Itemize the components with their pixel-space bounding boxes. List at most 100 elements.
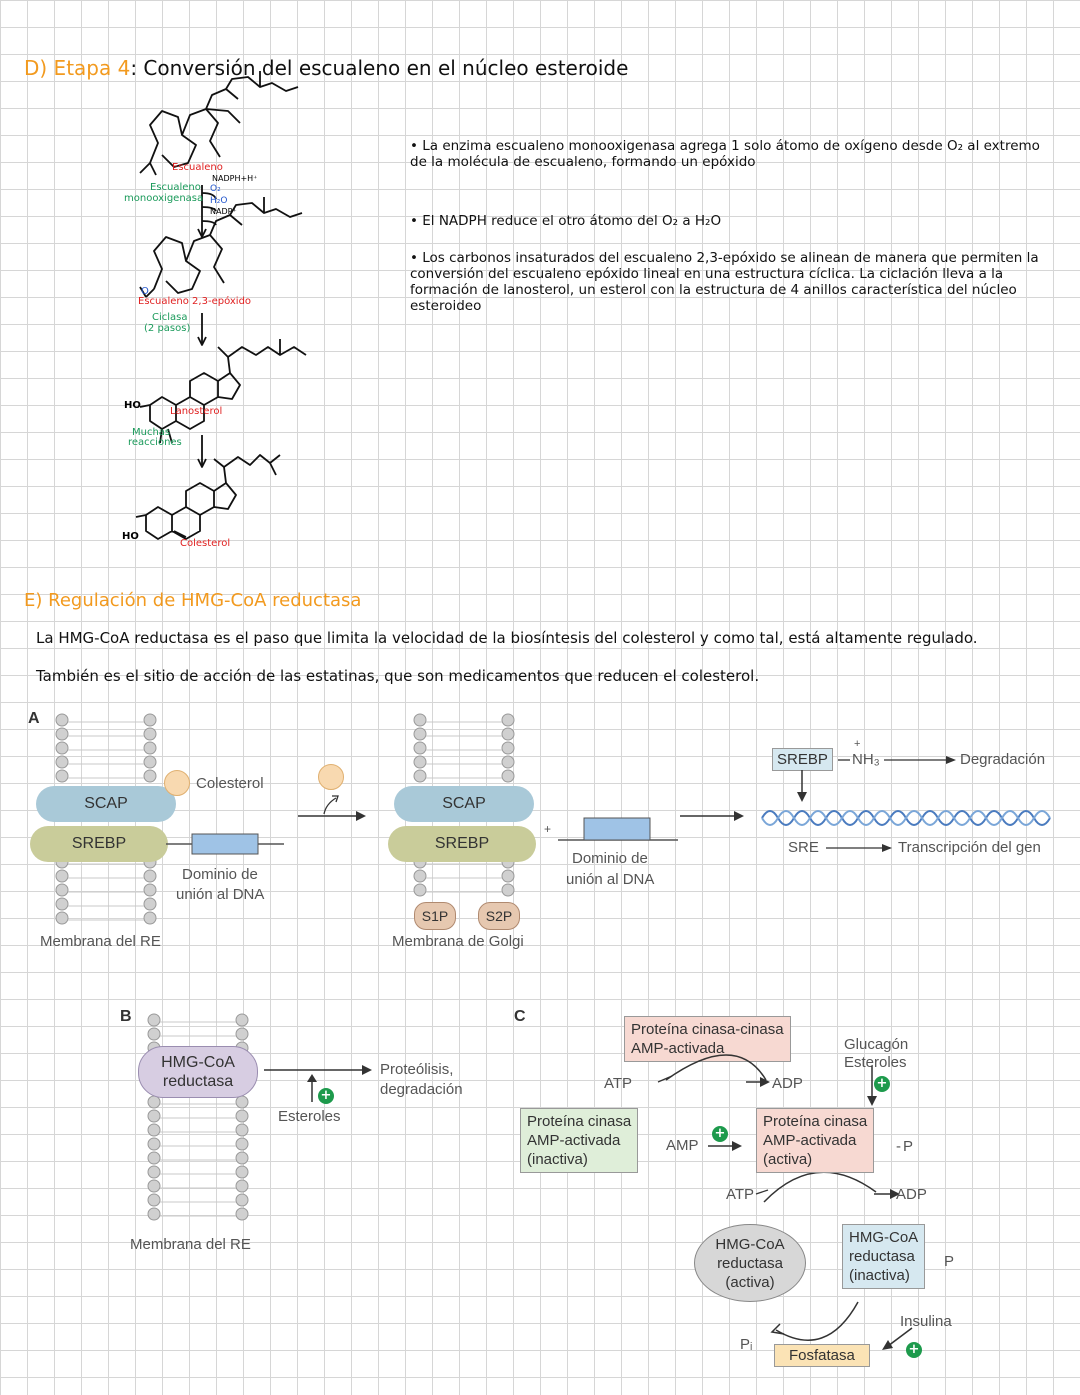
scap-protein-a: SCAP	[36, 786, 176, 822]
sterol-pathway-drawing	[135, 71, 307, 540]
kinase-kinase-line1: Proteína cinasa-cinasa	[631, 1021, 784, 1038]
plus-icon-glucagon: +	[874, 1076, 890, 1092]
srebp-free-label: SREBP	[777, 751, 828, 768]
dominio-line2-golgi: unión al DNA	[566, 871, 655, 888]
atp2-label: ATP	[726, 1186, 755, 1203]
label-escualeno: Escualeno	[172, 162, 223, 173]
inactive-kinase-line2: AMP-activada	[527, 1132, 621, 1149]
s2p-label: S2P	[485, 908, 513, 924]
glucagon-label: Glucagón	[844, 1036, 909, 1053]
fosfatasa-label: Fosfatasa	[789, 1347, 855, 1364]
active-kinase-line3: (activa)	[763, 1151, 813, 1168]
dominio-line1-a: Dominio de	[182, 866, 258, 883]
note-1: • La enzima escualeno monooxigenasa agre…	[410, 138, 1040, 170]
hmg-coa-reductase-b: HMG-CoA reductasa	[138, 1046, 258, 1098]
label-ho-2: HO	[122, 531, 139, 542]
label-ho-1: HO	[124, 400, 141, 411]
srebp-down-arrow	[797, 770, 807, 802]
epoxide-structure	[139, 197, 303, 298]
note-3: • Los carbonos insaturados del escualeno…	[410, 250, 1039, 314]
arrow-to-nucleus	[680, 811, 744, 821]
active-kinase-line2: AMP-activada	[763, 1132, 857, 1149]
esteroles-label-c: Esteroles	[844, 1054, 907, 1071]
inactive-kinase-line3: (inactiva)	[527, 1151, 588, 1168]
hmg-active-line3: (activa)	[725, 1273, 775, 1291]
s1p-protease: S1P	[414, 902, 456, 930]
dominio-line1-golgi: Dominio de	[572, 850, 648, 867]
label-muchas-line1: Muchas	[132, 427, 171, 438]
srebp-label-a: SREBP	[71, 835, 127, 852]
lanosterol-structure	[139, 339, 307, 444]
hmg-inactive-box: HMG-CoA reductasa (inactiva)	[842, 1224, 926, 1289]
inactive-kinase-line1: Proteína cinasa	[527, 1113, 632, 1130]
membrana-re-label-a: Membrana del RE	[40, 933, 161, 950]
dominio-line2-a: unión al DNA	[176, 886, 265, 903]
section-e-title: E) Regulación de HMG-CoA reductasa	[24, 590, 362, 611]
section-e-paragraph-2: También es el sitio de acción de las est…	[36, 667, 760, 685]
phosphate-label-1: -P	[896, 1138, 914, 1155]
panel-a-label: A	[28, 710, 40, 727]
cleaved-domain	[558, 817, 678, 841]
transcription-arrow	[826, 844, 892, 852]
panel-b-label: B	[120, 1008, 132, 1025]
label-o2: O₂	[210, 184, 221, 194]
amp-label: AMP	[666, 1137, 699, 1154]
sre-label: SRE	[788, 839, 819, 856]
pi-label: Pᵢ	[740, 1336, 753, 1353]
hmg-inactive-line1: HMG-CoA	[849, 1229, 919, 1246]
insulina-label: Insulina	[900, 1313, 952, 1330]
hmg-active-line1: HMG-CoA	[715, 1235, 785, 1253]
kinase-kinase-box: Proteína cinasa-cinasa AMP-activada	[624, 1016, 791, 1062]
hmg-active-line2: reductasa	[717, 1254, 783, 1272]
label-enzyme-line2: monooxigenasa	[124, 193, 204, 204]
srebp-free-box: SREBP	[772, 748, 833, 771]
s1p-label: S1P	[421, 908, 449, 924]
hmg-inactive-line3: (inactiva)	[849, 1267, 910, 1284]
active-kinase-box: Proteína cinasa AMP-activada (activa)	[756, 1108, 875, 1173]
note-2: • El NADPH reduce el otro átomo del O₂ a…	[410, 213, 722, 229]
s2p-protease: S2P	[478, 902, 520, 930]
membrana-golgi-label: Membrana de Golgi	[392, 933, 524, 950]
label-nadph: NADPH+H⁺	[212, 174, 258, 183]
label-oxygen: O	[141, 286, 149, 297]
label-epoxide: Escualeno 2,3-epóxido	[138, 296, 252, 307]
degradation-arrow	[838, 756, 956, 764]
hmg-inactive-line2: reductasa	[849, 1248, 915, 1265]
label-nadp: NADP⁺	[210, 207, 237, 216]
proteolisis-line2: degradación	[380, 1081, 463, 1098]
cholesterol-ball-released	[318, 764, 344, 790]
hmg-b-line1: HMG-CoA	[161, 1054, 235, 1071]
degradacion-label: Degradación	[960, 751, 1046, 768]
nh3-charge: +	[854, 738, 861, 750]
esteroles-label-b: Esteroles	[278, 1108, 341, 1125]
srebp-protein-golgi: SREBP	[388, 826, 536, 862]
squalene-structure	[139, 71, 299, 176]
plus-icon-insulina: +	[906, 1342, 922, 1358]
cycle-arrows-c	[657, 1054, 913, 1350]
dna-helix	[761, 810, 1051, 826]
proteolysis-arrow	[264, 1065, 372, 1102]
cholesterol-ball-a	[164, 770, 190, 796]
colesterol-label-a: Colesterol	[196, 775, 264, 792]
atp1-label: ATP	[604, 1075, 633, 1092]
transcripcion-label: Transcripción del gen	[898, 839, 1041, 856]
section-d-title-rest: : Conversión del escualeno en el núcleo …	[130, 56, 629, 80]
inactive-kinase-box: Proteína cinasa AMP-activada (inactiva)	[520, 1108, 639, 1173]
phosphate-label-2: P	[944, 1253, 955, 1270]
scap-label-a: SCAP	[84, 795, 128, 812]
panel-c-label: C	[514, 1008, 526, 1025]
proteolisis-line1: Proteólisis,	[380, 1061, 454, 1078]
label-muchas-line2: reacciones	[128, 437, 182, 448]
label-ciclasa-line1: Ciclasa	[152, 312, 188, 323]
section-d-title-prefix: D) Etapa 4	[24, 56, 131, 80]
active-kinase-line1: Proteína cinasa	[763, 1113, 868, 1130]
adp2-label: ADP	[896, 1186, 927, 1203]
label-ciclasa-line2: (2 pasos)	[144, 323, 191, 334]
cholesterol-structure	[135, 454, 281, 540]
er-membrane-a	[55, 713, 157, 925]
label-lanosterol: Lanosterol	[170, 406, 223, 417]
label-h2o: H₂O	[210, 196, 228, 206]
scap-protein-golgi: SCAP	[394, 786, 534, 822]
nh3-label: NH₃	[852, 751, 880, 768]
scap-label-golgi: SCAP	[442, 795, 486, 812]
